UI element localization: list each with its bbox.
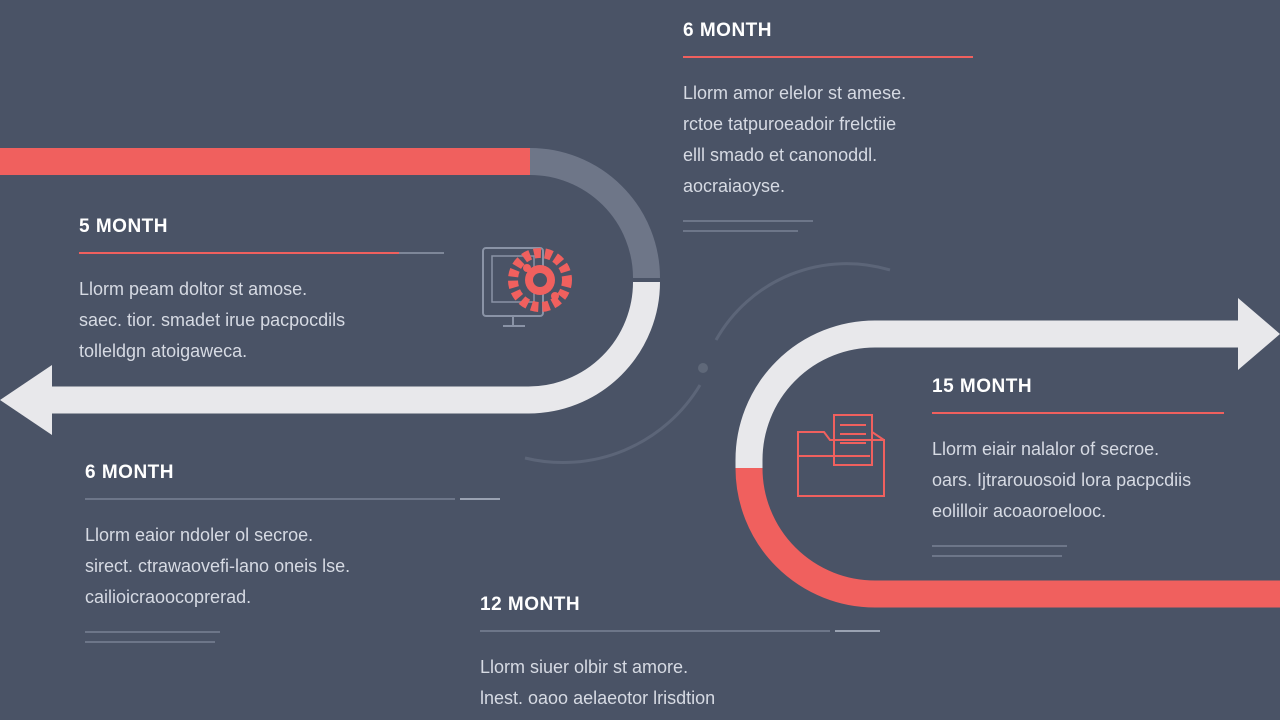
right-loop-light-arc xyxy=(735,320,1245,468)
milestone-right-text: Llorm eiair nalalor of secroe. oars. Ijt… xyxy=(932,439,1192,521)
right-loop-red-arc xyxy=(735,467,1280,608)
folder-documents-icon xyxy=(797,414,885,497)
milestone-top-text: Llorm amor elelor st amese. rctoe tatpur… xyxy=(683,83,907,196)
monitor-gear-icon xyxy=(482,247,572,327)
milestone-left-text: Llorm peam doltor st amose. saec. tior. … xyxy=(79,279,346,361)
center-dot xyxy=(698,363,708,373)
milestone-bottom-left: 6 MONTH Llorm eaior ndoler ol secroe. si… xyxy=(85,462,515,651)
milestone-left-underline xyxy=(79,252,459,254)
milestone-bottom: 12 MONTH Llorm siuer olbir st amore. lne… xyxy=(480,594,960,714)
milestone-bottom-left-underline xyxy=(85,498,515,500)
milestone-top-underline xyxy=(683,56,983,58)
milestone-bottom-left-text: Llorm eaior ndoler ol secroe. sirect. ct… xyxy=(85,525,351,607)
center-arc-upper xyxy=(714,262,891,341)
center-arc-lower xyxy=(524,384,702,465)
milestone-left: 5 MONTH Llorm peam doltor st amose. saec… xyxy=(79,216,459,367)
milestone-right-decor xyxy=(932,545,1252,557)
milestone-right: 15 MONTH Llorm eiair nalalor of secroe. … xyxy=(932,376,1252,565)
left-loop-dark-arc xyxy=(529,148,660,279)
milestone-right-underline xyxy=(932,412,1252,414)
top-red-bar xyxy=(0,148,530,175)
milestone-top-decor xyxy=(683,220,983,232)
milestone-top-heading: 6 MONTH xyxy=(683,20,772,41)
milestone-bottom-left-decor xyxy=(85,631,515,643)
right-arrowhead xyxy=(1238,298,1280,370)
milestone-bottom-left-heading: 6 MONTH xyxy=(85,462,174,483)
milestone-bottom-text: Llorm siuer olbir st amore. lnest. oaoo … xyxy=(480,657,716,708)
milestone-top: 6 MONTH Llorm amor elelor st amese. rcto… xyxy=(683,20,983,240)
left-loop-light-arc xyxy=(40,281,660,414)
milestone-bottom-underline xyxy=(480,630,960,632)
left-arrowhead xyxy=(0,365,52,435)
milestone-left-heading: 5 MONTH xyxy=(79,216,168,237)
milestone-right-heading: 15 MONTH xyxy=(932,376,1033,397)
milestone-bottom-heading: 12 MONTH xyxy=(480,594,581,615)
